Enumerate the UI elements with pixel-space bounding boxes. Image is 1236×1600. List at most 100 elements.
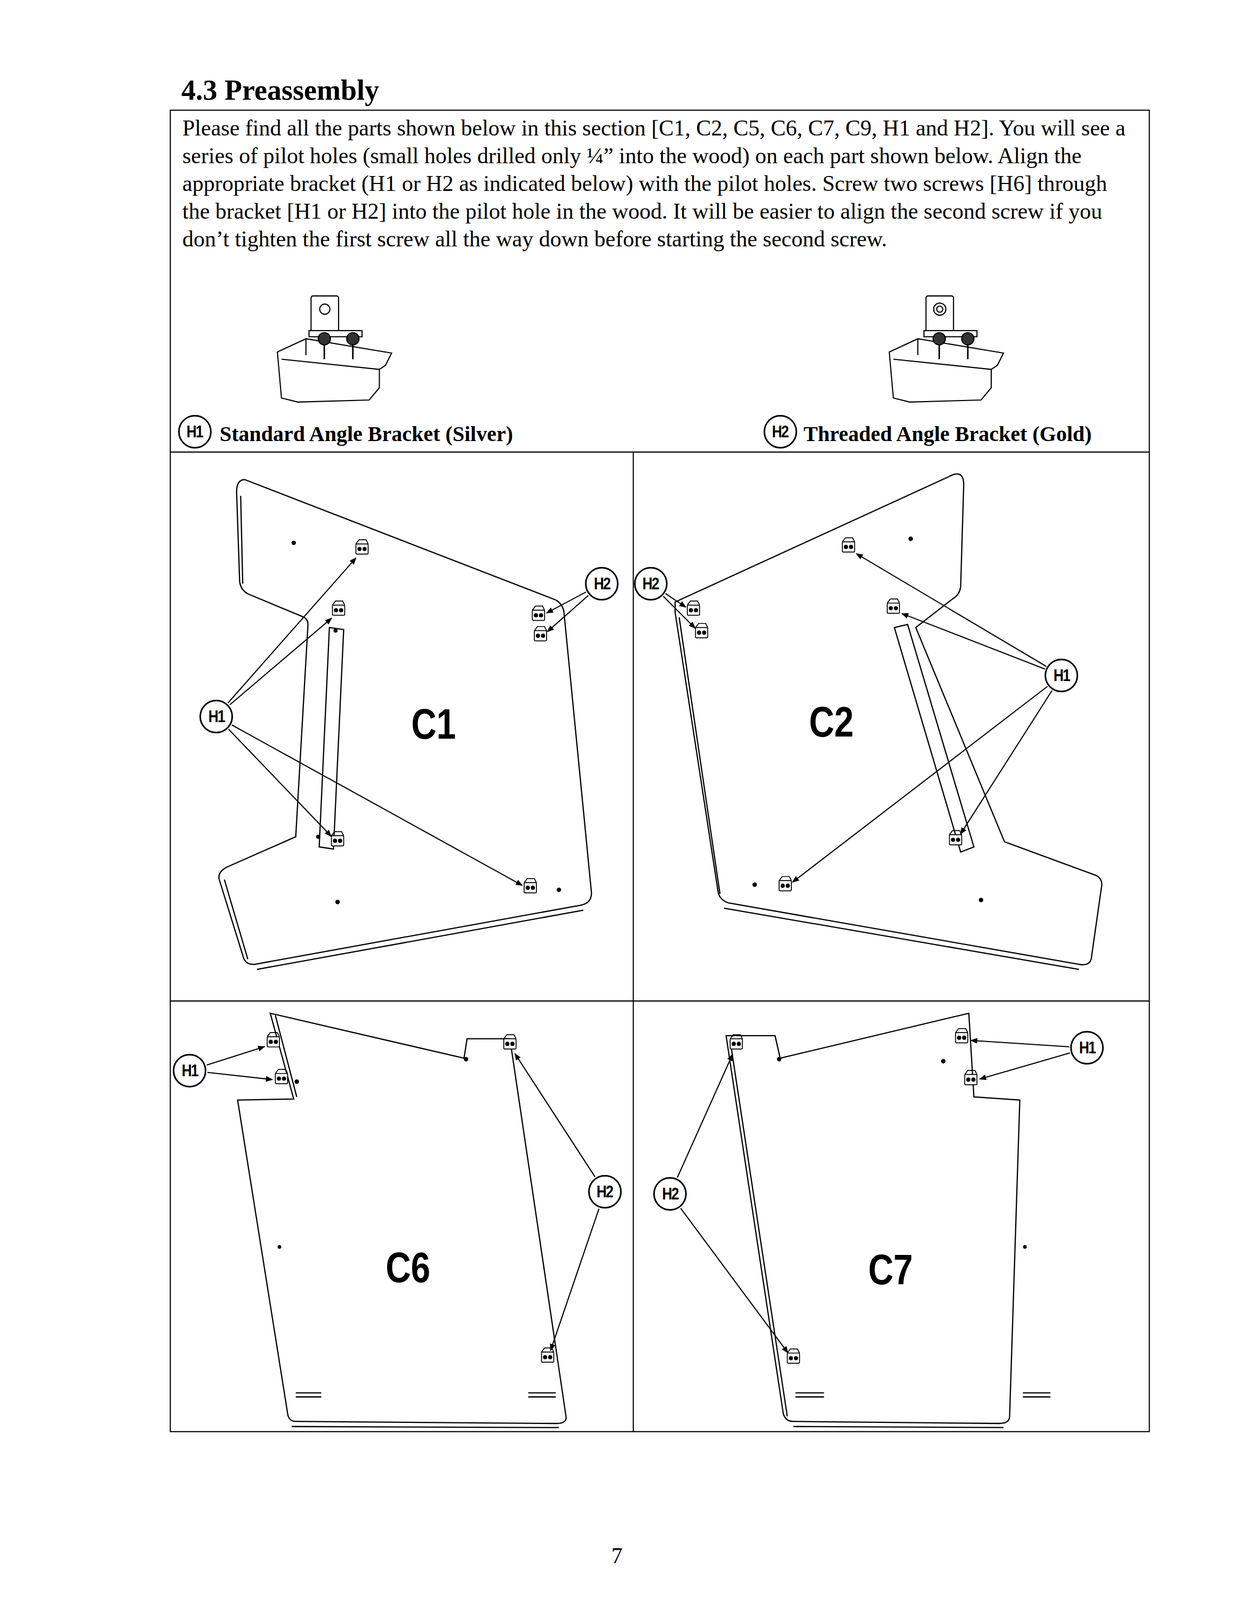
bracket-flange: [524, 878, 537, 883]
callout-number: H2: [661, 1185, 678, 1202]
screw-head: [526, 885, 530, 889]
screw-head: [732, 1041, 736, 1046]
bracket-plate: [887, 603, 900, 614]
bracket-plate: [355, 543, 368, 555]
drawing-part: [795, 1392, 1051, 1398]
screw-head: [548, 1355, 552, 1359]
angle-bracket: [332, 600, 345, 616]
bracket-plate: [534, 630, 547, 641]
leader-arrow: [515, 1053, 596, 1177]
panel-c2: [675, 474, 1102, 970]
bracket-plate: [331, 835, 344, 846]
screw-head: [541, 633, 545, 638]
callout-circle: H1: [1044, 658, 1079, 693]
screw-head: [694, 608, 698, 612]
screw-head: [536, 633, 540, 638]
angle-bracket: [355, 539, 368, 555]
angle-bracket: [534, 626, 547, 641]
bracket-plate: [275, 1073, 288, 1084]
angle-bracket: [503, 1034, 517, 1049]
leader-arrow: [665, 593, 686, 607]
drawing-part: [219, 479, 592, 965]
screw-head: [534, 613, 538, 617]
screw-head: [334, 608, 338, 612]
drawing-part: [909, 536, 913, 541]
leader-arrow: [229, 618, 332, 705]
part-name: C2: [808, 698, 854, 746]
angle-bracket: [687, 600, 700, 616]
leader-arrow: [663, 596, 696, 629]
angle-bracket: [729, 1034, 743, 1049]
bracket-flange: [779, 876, 792, 881]
section-title: 4.3 Preassembly: [181, 75, 380, 105]
screw-head: [894, 606, 898, 610]
drawing-part: [926, 295, 954, 333]
drawing-part: [777, 1057, 781, 1061]
angle-bracket: [842, 537, 855, 552]
leader-arrow: [228, 557, 357, 703]
bracket-flange: [842, 537, 855, 542]
panel-c1: [219, 479, 592, 969]
callout-number: H2: [772, 423, 789, 440]
drawing-part: [936, 306, 943, 312]
screw-head: [971, 1077, 975, 1081]
screw-head: [363, 547, 367, 551]
drawing-part: [961, 332, 975, 345]
angle-bracket: [787, 1348, 800, 1363]
bracket-flange: [787, 1348, 800, 1353]
screw-head: [357, 547, 361, 551]
screw-head: [543, 1355, 547, 1359]
angle-bracket: [695, 623, 708, 638]
bracket-sample-h1: [277, 295, 392, 403]
callout-circle: H2: [584, 566, 619, 601]
bracket-plate: [332, 605, 345, 616]
screw-head: [531, 885, 535, 889]
bracket-caption: Standard Angle Bracket (Silver): [219, 422, 513, 446]
part-name: C7: [868, 1246, 913, 1294]
bracket-plate: [842, 541, 855, 552]
drawing-part: [237, 1013, 567, 1424]
drawing-part: [295, 1392, 557, 1398]
screw-head: [333, 838, 337, 842]
drawing-part: [979, 897, 983, 902]
screw-head: [338, 838, 342, 842]
angle-bracket: [524, 878, 537, 893]
angle-bracket: [267, 1032, 280, 1047]
callout-number: H1: [186, 423, 203, 440]
screw-head: [737, 1041, 741, 1046]
angle-bracket: [532, 605, 545, 621]
screw-head: [794, 1355, 798, 1360]
bracket-flange: [687, 600, 700, 606]
callout-circle: H1: [199, 699, 234, 734]
drawing-part: [894, 624, 974, 853]
drawing-part: [319, 303, 331, 315]
bracket-flange: [331, 831, 344, 836]
screw-head: [957, 1036, 961, 1040]
drawing-part: [318, 332, 331, 345]
drawing-part: [334, 629, 337, 632]
panel-c7: [726, 1013, 1051, 1428]
screw-head: [956, 838, 960, 842]
leader-arrow: [207, 1072, 273, 1080]
angle-bracket: [955, 1028, 968, 1043]
callout-circle: H1: [178, 414, 212, 449]
bracket-flange: [887, 598, 900, 604]
screw-head: [269, 1039, 273, 1043]
callout-circle: H1: [172, 1053, 207, 1088]
screw-head: [785, 884, 790, 888]
screw-head: [689, 608, 693, 612]
callout-number: H2: [593, 575, 610, 592]
bracket-flange: [332, 600, 345, 606]
drawing-part: [933, 332, 946, 345]
drawing-part: [729, 1040, 1004, 1428]
bracket-flange: [503, 1034, 517, 1039]
leader-lines: [206, 537, 1071, 1363]
drawing-part: [281, 338, 380, 369]
bracket-plate: [541, 1351, 555, 1362]
panel-c6: [237, 1013, 567, 1428]
bracket-plate: [532, 610, 545, 621]
screw-head: [274, 1039, 278, 1043]
drawing-part: [170, 110, 1150, 1432]
page-number: 7: [611, 1543, 623, 1568]
bracket-plate: [729, 1038, 743, 1049]
